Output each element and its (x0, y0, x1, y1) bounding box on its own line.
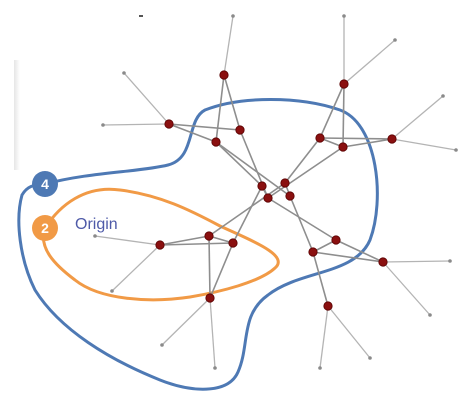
network-node[interactable] (235, 125, 245, 135)
network-edges (159, 74, 393, 307)
leaf-edge (111, 244, 161, 292)
leaf-edge (102, 123, 170, 126)
network-edge (232, 185, 263, 244)
network-edge (319, 83, 345, 139)
hull-badge-4[interactable]: 4 (32, 171, 58, 197)
network-edge (289, 195, 314, 253)
leaf-edge (391, 138, 457, 151)
leaf-edge (343, 39, 396, 85)
network-edge (342, 83, 345, 148)
network-edge (312, 251, 384, 263)
network-edge (208, 235, 211, 299)
network-edge (342, 138, 393, 148)
leaf-node[interactable] (213, 366, 217, 370)
network-nodes (155, 70, 397, 311)
network-edge (267, 146, 344, 199)
leaf-node[interactable] (368, 356, 372, 360)
leaf-node[interactable] (101, 123, 105, 127)
leaf-node[interactable] (93, 234, 97, 238)
leaf-node[interactable] (428, 313, 432, 317)
network-node[interactable] (257, 181, 267, 191)
network-edge (319, 137, 393, 140)
badge-number-4: 4 (41, 176, 49, 192)
network-node[interactable] (339, 79, 349, 89)
network-node[interactable] (331, 235, 341, 245)
network-node[interactable] (378, 257, 388, 267)
network-edge (215, 141, 291, 197)
leaf-node[interactable] (454, 148, 458, 152)
network-edge (335, 239, 384, 263)
network-edge (168, 123, 241, 131)
leaf-edge (382, 260, 451, 263)
leaf-edge (123, 72, 170, 125)
network-node[interactable] (338, 142, 348, 152)
leaf-edge (319, 305, 329, 369)
leaf-edge (223, 15, 234, 76)
leaf-edges (93, 14, 458, 370)
network-edge (168, 123, 217, 143)
stray-mark (139, 15, 143, 17)
network-node[interactable] (323, 301, 333, 311)
network-node[interactable] (280, 178, 290, 188)
network-edge (159, 235, 210, 246)
leaf-node[interactable] (160, 343, 164, 347)
hull-label-origin: Origin (75, 216, 118, 233)
leaf-edge (391, 95, 444, 140)
network-node[interactable] (308, 247, 318, 257)
network-node[interactable] (387, 134, 397, 144)
leaf-edge (382, 261, 431, 316)
badge-circle-4 (32, 171, 58, 197)
network-node[interactable] (205, 293, 215, 303)
network-edge (267, 197, 337, 241)
leaf-node[interactable] (393, 38, 397, 42)
leaf-edge (209, 297, 216, 369)
network-edge (215, 74, 225, 143)
hull-badge-2[interactable]: 2 (32, 215, 58, 241)
badge-number-2: 2 (41, 220, 49, 236)
leaf-node[interactable] (441, 94, 445, 98)
network-node[interactable] (285, 191, 295, 201)
network-edge (209, 242, 234, 299)
network-edge (159, 242, 234, 246)
network-node[interactable] (204, 231, 214, 241)
leaf-edge (94, 235, 161, 246)
leaf-edge (327, 305, 371, 359)
leaf-node[interactable] (342, 14, 346, 18)
network-edge (284, 137, 321, 184)
network-node[interactable] (315, 133, 325, 143)
leaf-node[interactable] (318, 366, 322, 370)
inner-hull[interactable] (42, 187, 280, 302)
outer-hull[interactable] (17, 98, 379, 391)
hull-layer (17, 98, 379, 391)
network-edge (208, 182, 286, 237)
leaf-edge (161, 297, 211, 346)
network-edge (215, 141, 263, 187)
network-edge (312, 251, 329, 307)
leaf-node[interactable] (448, 259, 452, 263)
network-edge (223, 74, 241, 131)
network-node[interactable] (155, 240, 165, 250)
leaf-node[interactable] (231, 14, 235, 18)
network-node[interactable] (164, 119, 174, 129)
badge-circle-2 (32, 215, 58, 241)
network-node[interactable] (211, 137, 221, 147)
leaf-node[interactable] (122, 71, 126, 75)
leaf-node[interactable] (110, 289, 114, 293)
edge-shadow (14, 60, 20, 170)
network-node[interactable] (228, 238, 238, 248)
network-node[interactable] (263, 193, 273, 203)
network-node[interactable] (219, 70, 229, 80)
